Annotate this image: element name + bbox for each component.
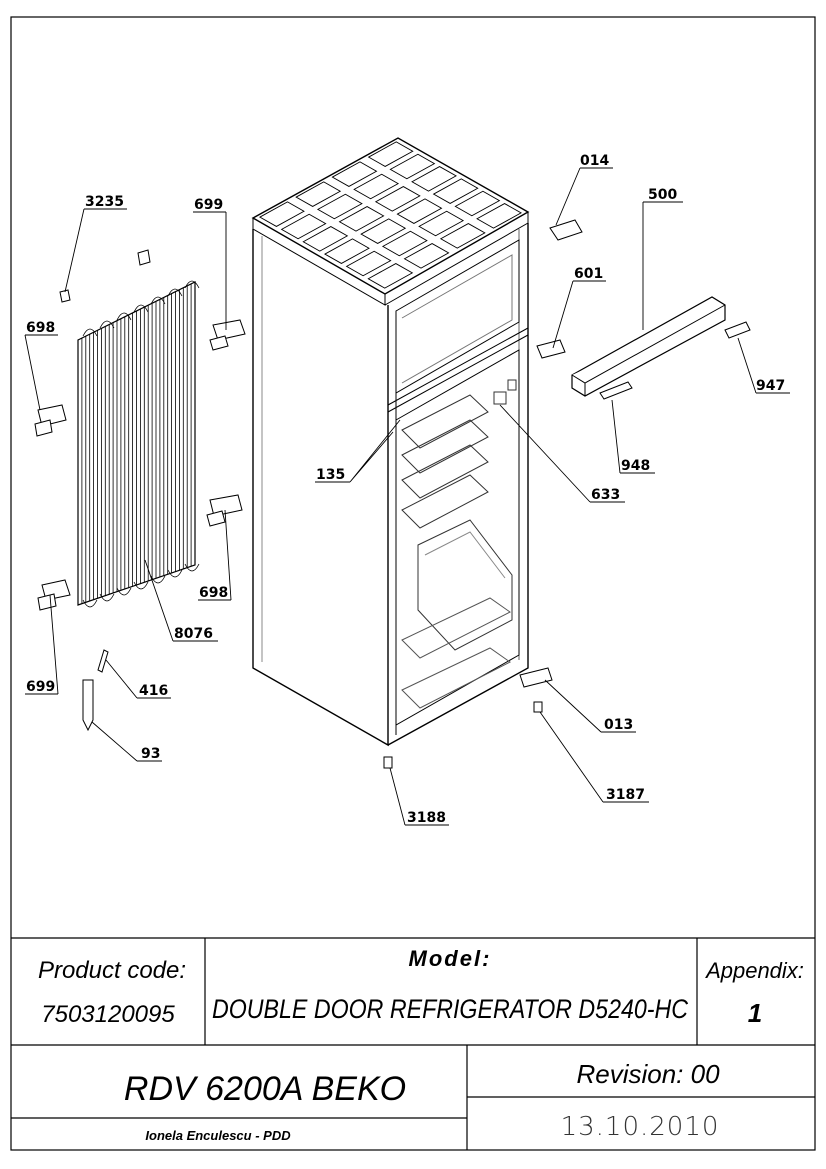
model-label: Model: [409,946,492,971]
callout-633: 633 [591,487,620,503]
lid-grid-tile [367,141,414,167]
part-callouts: 014 500 601 947 948 633 135 3235 699 698… [26,153,785,826]
condenser-bend [167,569,183,578]
condenser-bend [167,288,183,297]
condenser-bend [150,575,166,584]
condenser-bend [116,587,132,596]
condenser-bend [184,563,200,572]
callout-3188: 3188 [407,810,446,826]
lid-grid-tile [316,193,363,220]
condenser-bend [82,328,98,337]
model-name: DOUBLE DOOR REFRIGERATOR D5240-HC [212,994,688,1024]
drawing-frame [10,16,816,1151]
lid-grid-tile [302,226,349,252]
lid-grid-tile [418,210,465,237]
product-name: RDV 6200A BEKO [124,1070,406,1108]
product-code-value: 7503120095 [41,1001,175,1028]
lid-grid-tile [381,230,428,257]
revision-date: 13.10.2010 [561,1112,720,1142]
lid-grid-tile [295,181,342,207]
lid-grid-tile [411,166,457,192]
appendix-label: Appendix: [704,958,804,983]
author: Ionela Enculescu - PDD [145,1128,291,1143]
small-parts [34,219,751,769]
revision: Revision: 00 [576,1059,720,1089]
condenser-coil [77,280,200,608]
product-code-label: Product code: [38,957,186,984]
lid-grid-tile [396,198,443,224]
leader-lines [24,167,790,826]
title-block [11,937,815,1150]
lid-grid-tile [454,190,501,217]
appendix-value: 1 [748,998,762,1028]
callout-014: 014 [580,153,609,169]
lid-grid-tile [259,201,305,227]
condenser-bend [99,593,115,602]
lid-grid-tile [345,250,392,277]
callout-699-top: 699 [194,197,223,213]
condenser-bend [150,296,166,305]
callout-699-bottom: 699 [26,679,55,695]
lid-grid-tile [324,238,370,264]
lid-grid-tile [360,218,407,244]
callout-698-left: 698 [26,320,55,336]
condenser-bend [99,320,115,329]
condenser-bend [82,599,98,608]
lid-grid-tile [439,223,486,249]
condenser-bend [116,312,132,321]
condenser-bend [133,304,149,313]
callout-8076: 8076 [174,626,213,642]
condenser-bend [184,280,200,289]
lid-grid-tile [432,178,479,204]
lid-grid-tile [331,161,378,187]
lid-grid-tile [403,243,450,269]
callout-3235: 3235 [85,194,124,210]
lid-grid-tile [374,186,421,212]
callout-416: 416 [139,683,168,699]
condenser-bend [133,581,149,590]
lid-grid-tile [338,206,385,232]
lid-grid-tile [367,263,414,289]
callout-013: 013 [604,717,633,733]
callout-135: 135 [316,467,345,483]
refrigerator-cabinet [251,137,530,747]
lid-grid-tile [476,203,522,229]
callout-948: 948 [621,458,650,474]
lid-grid-tile [353,173,400,200]
callout-601: 601 [574,266,603,282]
title-block-text: Product code: 7503120095 Model: DOUBLE D… [38,946,804,1143]
callout-947: 947 [756,378,785,394]
callout-500: 500 [648,187,677,203]
callout-93: 93 [141,746,160,762]
callout-3187: 3187 [606,787,645,803]
lid-grid-tile [280,213,327,240]
lid-grid-tile [389,153,436,180]
top-grid-pattern [259,141,522,289]
callout-698-right: 698 [199,585,228,601]
